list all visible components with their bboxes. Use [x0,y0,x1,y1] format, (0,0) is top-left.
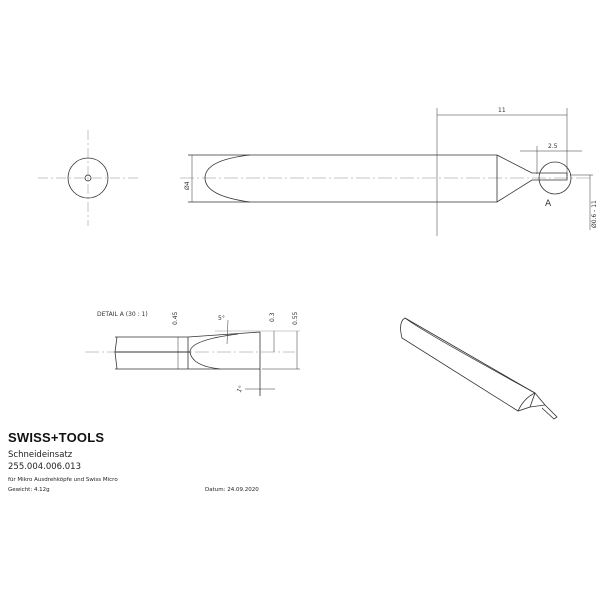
detail-title: DETAIL A (30 : 1) [97,311,148,318]
dim-0-3: 0.3 [269,312,276,322]
dim-angle-5: 5° [218,315,225,322]
side-view: 11 2.5 A Ø4 Ø0.6 - 11 [180,107,598,236]
dim-0-55: 0.55 [292,311,299,325]
dim-length-11: 11 [498,107,506,114]
dim-angle-1: 1° [236,385,245,394]
dim-length-2-5: 2.5 [548,143,558,150]
weight: Gewicht: 4.12g [8,487,50,493]
dim-0-45: 0.45 [172,311,179,325]
front-view [38,130,140,226]
dim-diameter-tip: Ø0.6 - 11 [591,200,598,228]
description: für Mikro Ausdrehköpfe und Swiss Micro [8,477,118,483]
product-name: Schneideinsatz [8,450,73,460]
article-number: 255.004.006.013 [8,462,82,472]
brand-logo: SWISS+TOOLS [8,430,105,445]
date: Datum: 24.09.2020 [205,487,259,493]
detail-a-view: DETAIL A (30 : 1) 0.45 5° 0.3 0.55 1° [85,311,300,396]
isometric-view [400,317,558,420]
dim-diameter-4: Ø4 [184,181,191,190]
detail-marker-a: A [545,199,552,209]
